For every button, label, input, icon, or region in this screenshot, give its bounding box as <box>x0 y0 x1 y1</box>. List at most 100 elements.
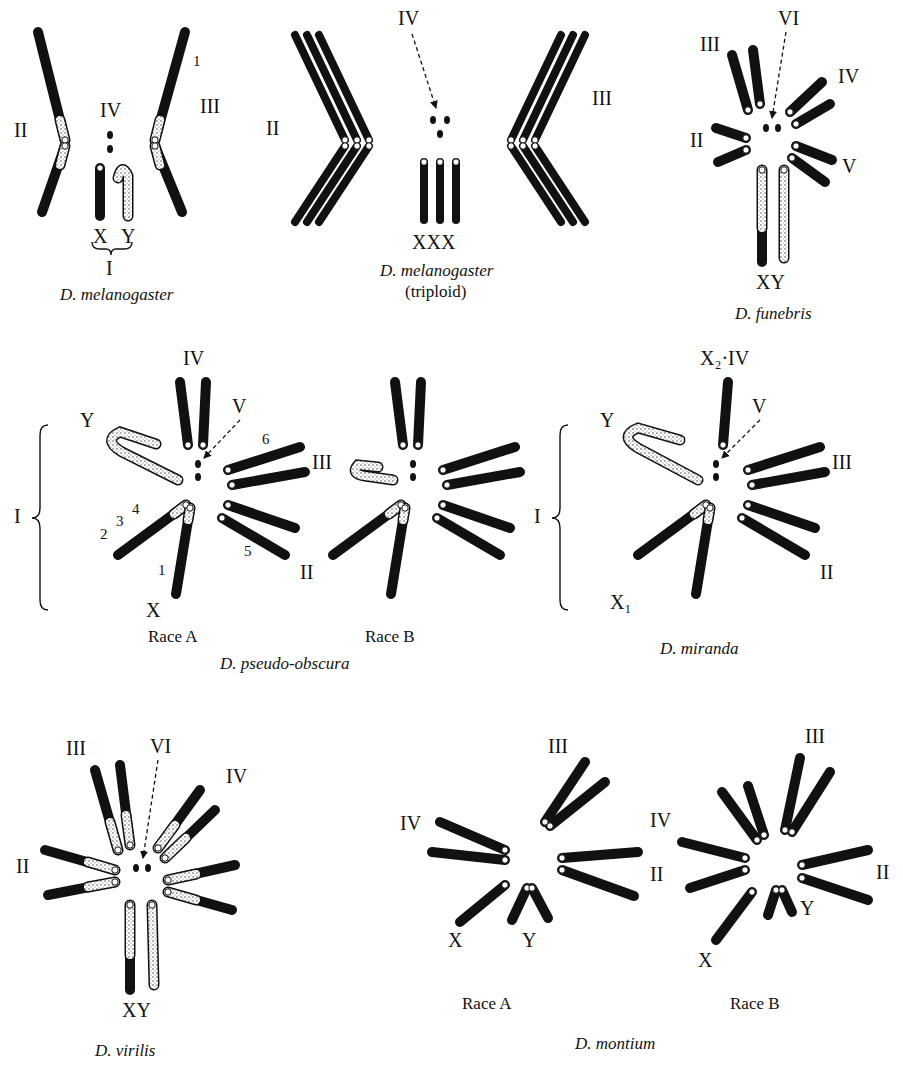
chromosome-part <box>682 842 745 858</box>
chromosome-part <box>757 170 767 262</box>
chromosome-part <box>440 822 505 850</box>
chromosome-part <box>532 888 548 918</box>
centromere <box>342 137 348 143</box>
chromosome-part <box>203 382 206 445</box>
centromere <box>437 159 443 165</box>
chromosome-label: V <box>752 396 766 416</box>
centromere <box>152 143 158 149</box>
chromosome-part <box>802 850 868 865</box>
centromere <box>559 855 565 861</box>
chromosome-part <box>319 35 369 140</box>
centromere <box>743 135 749 141</box>
chromosome-part <box>535 35 585 140</box>
y-chromosome <box>355 465 393 480</box>
chromosome-part <box>165 838 186 858</box>
centromere <box>225 502 231 508</box>
centromere <box>155 845 161 851</box>
chromosome-part <box>232 472 305 485</box>
chromosome-label: III <box>200 96 220 116</box>
chromosome-part <box>42 146 65 212</box>
chromosome-label: II <box>266 118 279 138</box>
species-name: D. miranda <box>660 640 738 657</box>
chromosome-part <box>228 447 300 470</box>
chromosome-part <box>752 472 825 485</box>
centromere <box>532 143 538 149</box>
chromosome-label: III <box>832 452 852 472</box>
chromosome-part <box>120 765 130 845</box>
chromosome-label: III <box>312 452 332 472</box>
chromosome-part <box>460 885 505 922</box>
chromosome-part <box>165 838 186 858</box>
centromere <box>502 857 508 863</box>
chromosome-label: X <box>698 950 712 970</box>
chromosome-part <box>176 508 190 594</box>
chromosome-label: II <box>820 562 833 582</box>
centromere <box>745 107 751 113</box>
centromere <box>782 827 788 833</box>
dot-chromosome <box>195 473 201 481</box>
chromosome-part <box>118 169 128 216</box>
chromosome-label: IV <box>398 8 419 28</box>
chromosome-label: IV <box>100 100 121 120</box>
callout-number: 4 <box>132 502 140 517</box>
chromosome-part <box>125 905 136 955</box>
chromosome-part <box>732 55 748 110</box>
chromosome-part <box>168 874 196 880</box>
chromosome-part <box>88 882 115 887</box>
dot-chromosome <box>430 116 436 124</box>
y-chromosome <box>355 465 393 480</box>
centromere <box>520 143 526 149</box>
chromosome-label: III <box>700 34 720 54</box>
montium-b-set <box>682 758 868 940</box>
chromosome-part <box>716 128 746 138</box>
centromere <box>789 829 795 835</box>
chromosome-part <box>152 905 154 985</box>
pointer-arrow <box>143 760 158 858</box>
centromere <box>547 823 553 829</box>
chromosome-label: X₁ <box>610 592 631 612</box>
chromosome-label: IV <box>226 766 247 786</box>
race-label: Race B <box>730 995 780 1012</box>
centromere <box>200 442 206 448</box>
chromosome-part <box>168 865 235 880</box>
centromere <box>793 121 799 127</box>
species-name: D. virilis <box>95 1042 155 1059</box>
pointer-arrow <box>204 420 240 458</box>
chromosome-part <box>295 35 345 140</box>
chromosome-label: V <box>842 156 856 176</box>
chromosome-part <box>696 508 710 594</box>
centromere <box>720 442 726 448</box>
centromere <box>185 442 191 448</box>
brace <box>552 425 568 610</box>
chromosome-part <box>110 822 118 850</box>
centromere <box>229 482 235 488</box>
chromosome-part <box>758 170 766 228</box>
chromosome-part <box>628 428 698 480</box>
chromosome-part <box>535 146 585 222</box>
centromere <box>165 877 171 883</box>
chromosome-label: VI <box>150 736 171 756</box>
chromosome-part <box>48 882 115 895</box>
melanogaster-set <box>38 32 185 255</box>
chromosome-label: I <box>106 258 113 278</box>
pseudo-obscura-set <box>118 382 305 594</box>
centromere <box>761 832 767 838</box>
chromosome-part <box>168 892 232 910</box>
chromosome-part <box>88 862 115 870</box>
chromosome-label: II <box>16 856 29 876</box>
centromere <box>787 109 793 115</box>
chromosome-part <box>126 905 134 955</box>
chromosome-part <box>638 505 706 555</box>
chromosome-part <box>512 888 527 920</box>
centromere <box>743 147 749 153</box>
centromere <box>354 143 360 149</box>
chromosome-part <box>420 162 428 220</box>
chromosome-part <box>436 162 444 220</box>
pointer-arrow <box>772 32 786 118</box>
callout-number: 1 <box>158 563 166 578</box>
chromosome-label: I <box>534 506 541 526</box>
chromosome-label: XY <box>756 272 785 292</box>
centromere <box>779 887 785 893</box>
centromere <box>508 143 514 149</box>
centromere <box>707 505 713 511</box>
